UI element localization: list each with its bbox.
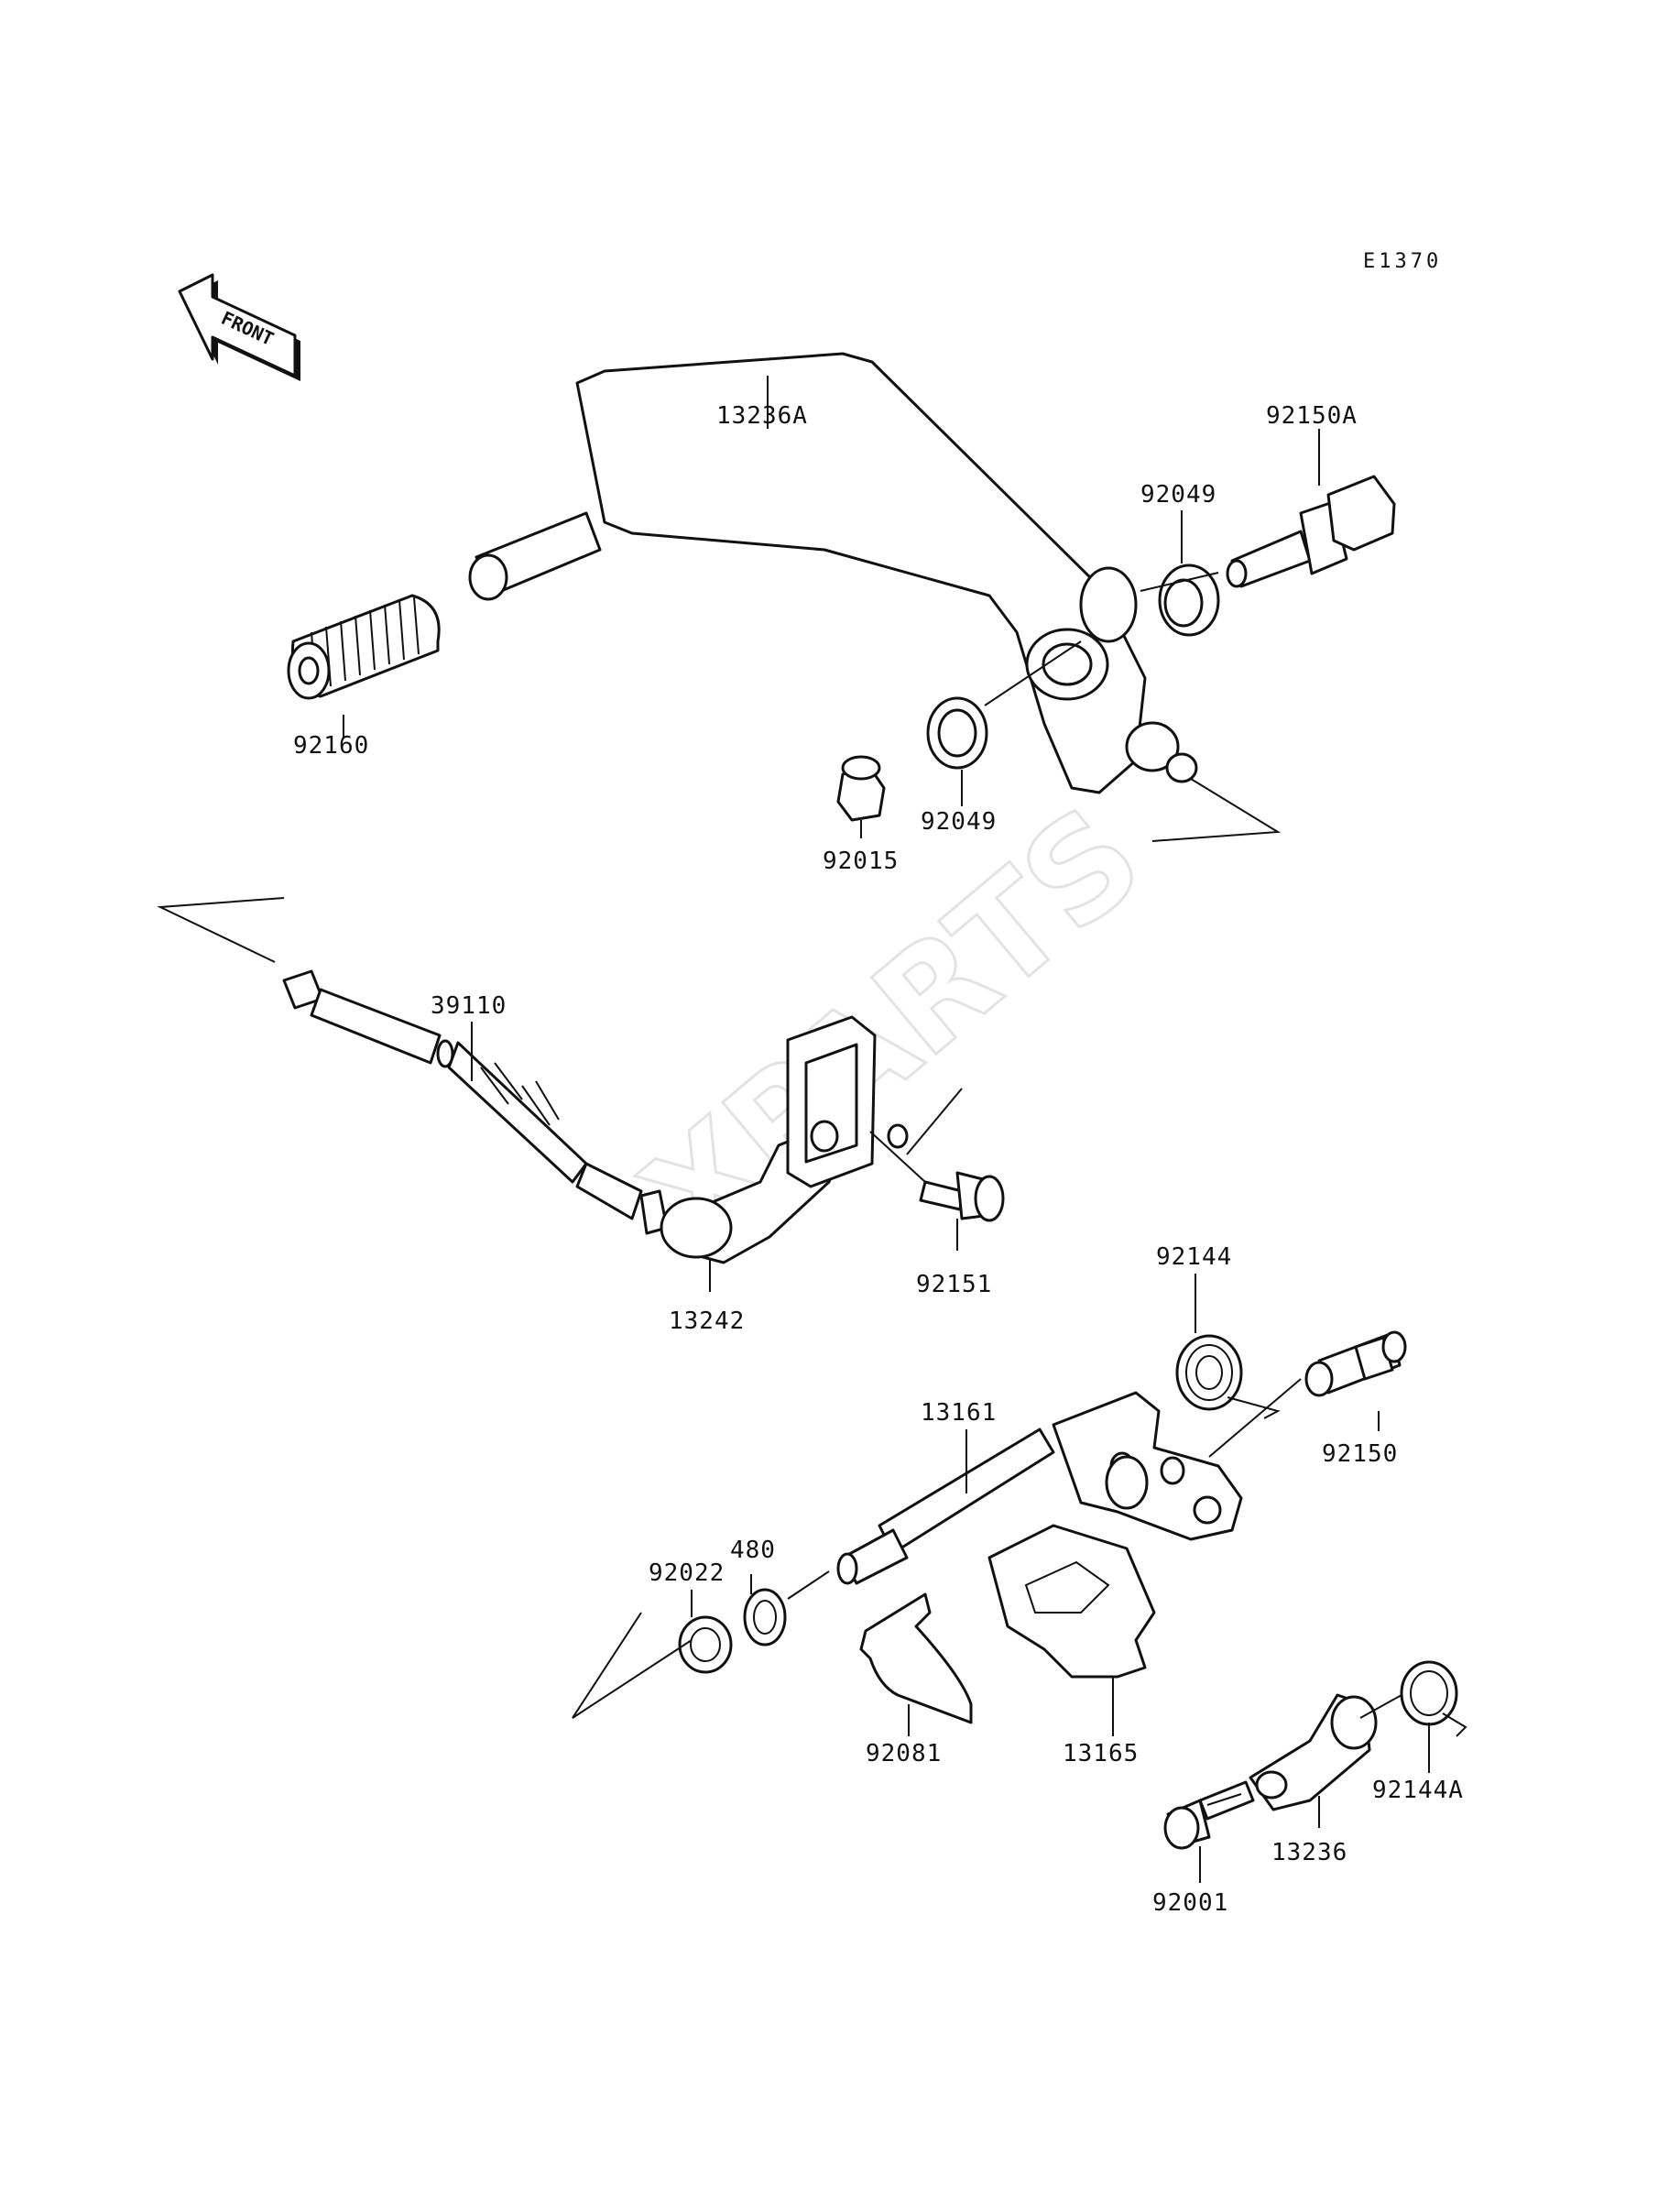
bolt-92001 — [1163, 1780, 1255, 1850]
diagram-code: E1370 — [1363, 250, 1442, 273]
circlip-480 — [743, 1588, 787, 1647]
label-92022: 92022 — [649, 1559, 725, 1587]
washer-92049-bottom — [926, 696, 988, 770]
tie-rod-39110 — [282, 969, 669, 1235]
label-92150A: 92150A — [1266, 402, 1358, 430]
bolt-92151 — [919, 1171, 1005, 1222]
bolt-92150A — [1226, 475, 1396, 588]
label-92150: 92150 — [1322, 1440, 1398, 1468]
pedal-rubber-92160 — [287, 594, 441, 700]
label-92160: 92160 — [293, 732, 369, 760]
front-arrow-icon: FRONT — [178, 273, 300, 381]
washer-92022 — [678, 1615, 733, 1674]
label-92081: 92081 — [866, 1740, 942, 1767]
label-13161: 13161 — [921, 1399, 997, 1427]
label-92144: 92144 — [1156, 1243, 1232, 1271]
washer-92049-top — [1158, 563, 1220, 637]
label-92049-top: 92049 — [1140, 481, 1216, 509]
spring-92144 — [1175, 1334, 1281, 1419]
spring-92144A — [1400, 1660, 1467, 1737]
shift-lever-13242 — [660, 1015, 909, 1264]
shift-pedal-13236A — [468, 352, 1198, 794]
pin-92150 — [1304, 1330, 1407, 1397]
label-13236A: 13236A — [716, 402, 808, 430]
label-92144A: 92144A — [1372, 1777, 1464, 1804]
leader-lines — [157, 376, 1430, 1883]
label-13236: 13236 — [1271, 1839, 1347, 1866]
label-480: 480 — [730, 1537, 776, 1564]
label-92049-bottom: 92049 — [921, 808, 997, 836]
label-92001: 92001 — [1152, 1889, 1228, 1917]
arm-13236 — [1249, 1693, 1378, 1811]
label-92015: 92015 — [823, 848, 899, 875]
label-92151: 92151 — [916, 1271, 992, 1298]
plate-13165 — [987, 1524, 1156, 1679]
label-13242: 13242 — [669, 1307, 745, 1335]
label-13165: 13165 — [1063, 1740, 1139, 1767]
cap-nut-92015 — [836, 755, 886, 822]
guide-92081 — [859, 1592, 973, 1724]
label-39110: 39110 — [431, 992, 507, 1020]
